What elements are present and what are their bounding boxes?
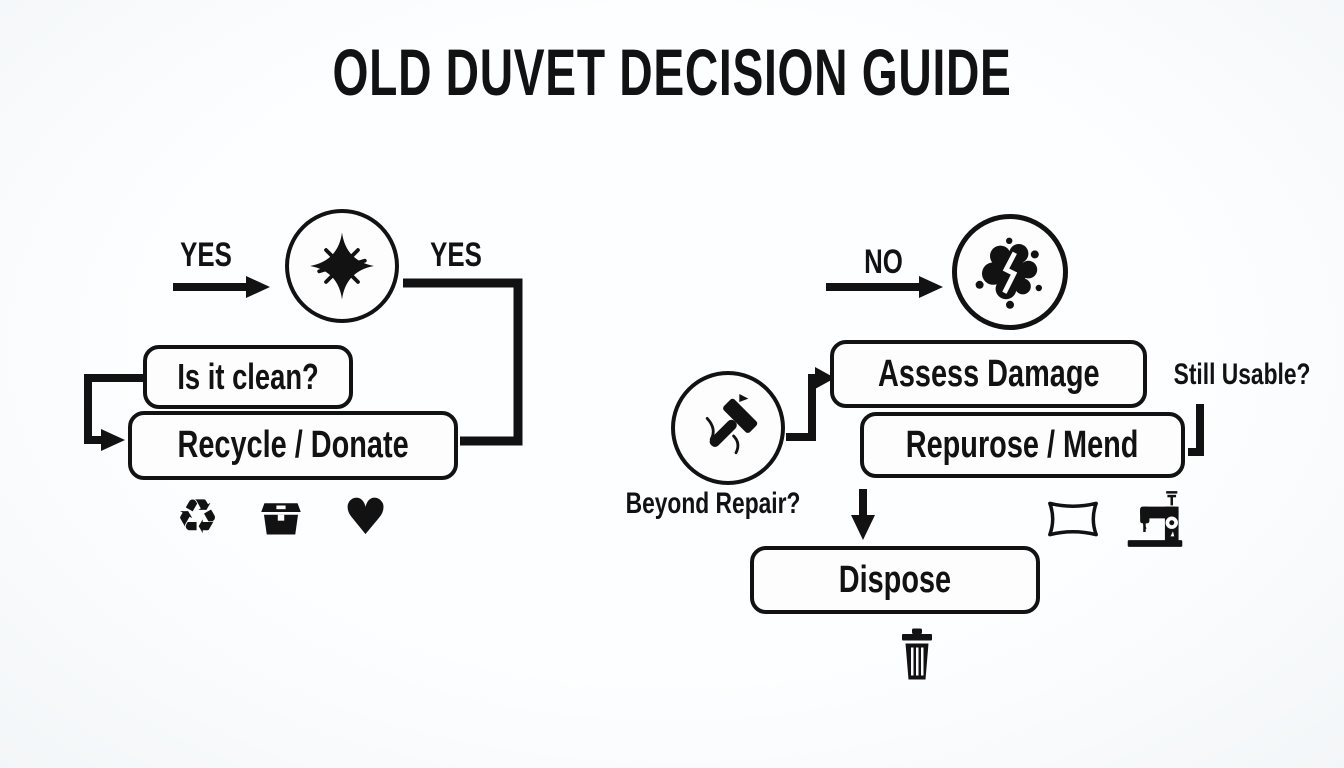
yes-in-label: YES bbox=[180, 236, 232, 274]
donation-box-icon bbox=[258, 494, 304, 540]
trash-icon bbox=[892, 627, 942, 683]
action-box-label: Recycle / Donate bbox=[177, 424, 409, 466]
yes-out-label: YES bbox=[430, 236, 482, 274]
repurpose-outcome-icons bbox=[1044, 488, 1186, 550]
sparkle-icon bbox=[304, 228, 380, 304]
pillow-icon bbox=[1044, 497, 1102, 541]
beyond-repair-circle-node bbox=[671, 371, 785, 485]
beyond-repair-elbow bbox=[786, 374, 817, 441]
recycle-icon: ♻ bbox=[176, 489, 220, 545]
clean-to-recycle-arrowhead bbox=[101, 429, 125, 451]
assess-damage-box: Assess Damage bbox=[830, 340, 1147, 408]
recycle-outcome-icons: ♻ ♥ bbox=[176, 490, 388, 544]
still-usable-elbow bbox=[1188, 404, 1204, 456]
assess-damage-label: Assess Damage bbox=[877, 352, 1100, 395]
still-usable-label: Still Usable? bbox=[1173, 358, 1311, 391]
dispose-box: Dispose bbox=[750, 546, 1040, 614]
dispose-label: Dispose bbox=[838, 558, 952, 601]
stain-circle-node bbox=[952, 214, 1068, 330]
no-label: NO bbox=[863, 243, 903, 281]
repurpose-mend-box: Repurose / Mend bbox=[860, 412, 1185, 478]
page-title-text: OLD DUVET DECISION GUIDE bbox=[332, 35, 1012, 109]
action-box-recycle-donate: Recycle / Donate bbox=[128, 411, 458, 480]
repurpose-mend-label: Repurose / Mend bbox=[906, 423, 1139, 466]
yes-in-arrowhead bbox=[246, 276, 270, 298]
dispose-arrowhead bbox=[851, 515, 875, 540]
page-title: OLD DUVET DECISION GUIDE bbox=[0, 34, 1344, 110]
stain-icon bbox=[970, 232, 1050, 312]
hammer-icon bbox=[688, 388, 768, 468]
beyond-repair-label: Beyond Repair? bbox=[625, 487, 801, 520]
question-box-is-it-clean: Is it clean? bbox=[143, 345, 353, 409]
no-arrowhead bbox=[919, 276, 943, 298]
question-box-label: Is it clean? bbox=[177, 356, 319, 397]
clean-circle-node bbox=[285, 209, 399, 323]
sewing-machine-icon bbox=[1124, 488, 1186, 550]
heart-icon: ♥ bbox=[343, 488, 388, 546]
